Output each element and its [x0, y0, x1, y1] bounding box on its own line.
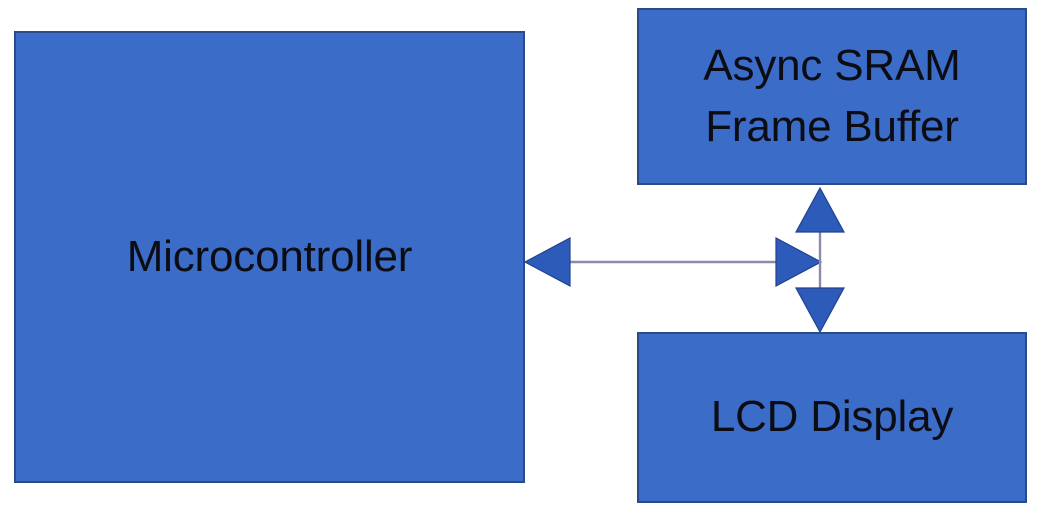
block-async-sram-frame-buffer-label: Async SRAM Frame Buffer — [703, 40, 961, 151]
arrowhead-left-to-microcontroller-icon — [523, 237, 571, 287]
arrowhead-right-to-bus-junction-icon — [775, 237, 823, 287]
block-microcontroller[interactable]: Microcontroller — [14, 31, 525, 483]
block-lcd-display-label: LCD Display — [710, 392, 954, 442]
block-async-sram-frame-buffer[interactable]: Async SRAM Frame Buffer — [637, 8, 1027, 185]
block-lcd-display[interactable]: LCD Display — [637, 332, 1027, 503]
block-microcontroller-label: Microcontroller — [126, 231, 413, 281]
arrowhead-down-to-lcd-display-icon — [794, 287, 846, 334]
arrowhead-up-to-async-sram-icon — [794, 186, 846, 233]
